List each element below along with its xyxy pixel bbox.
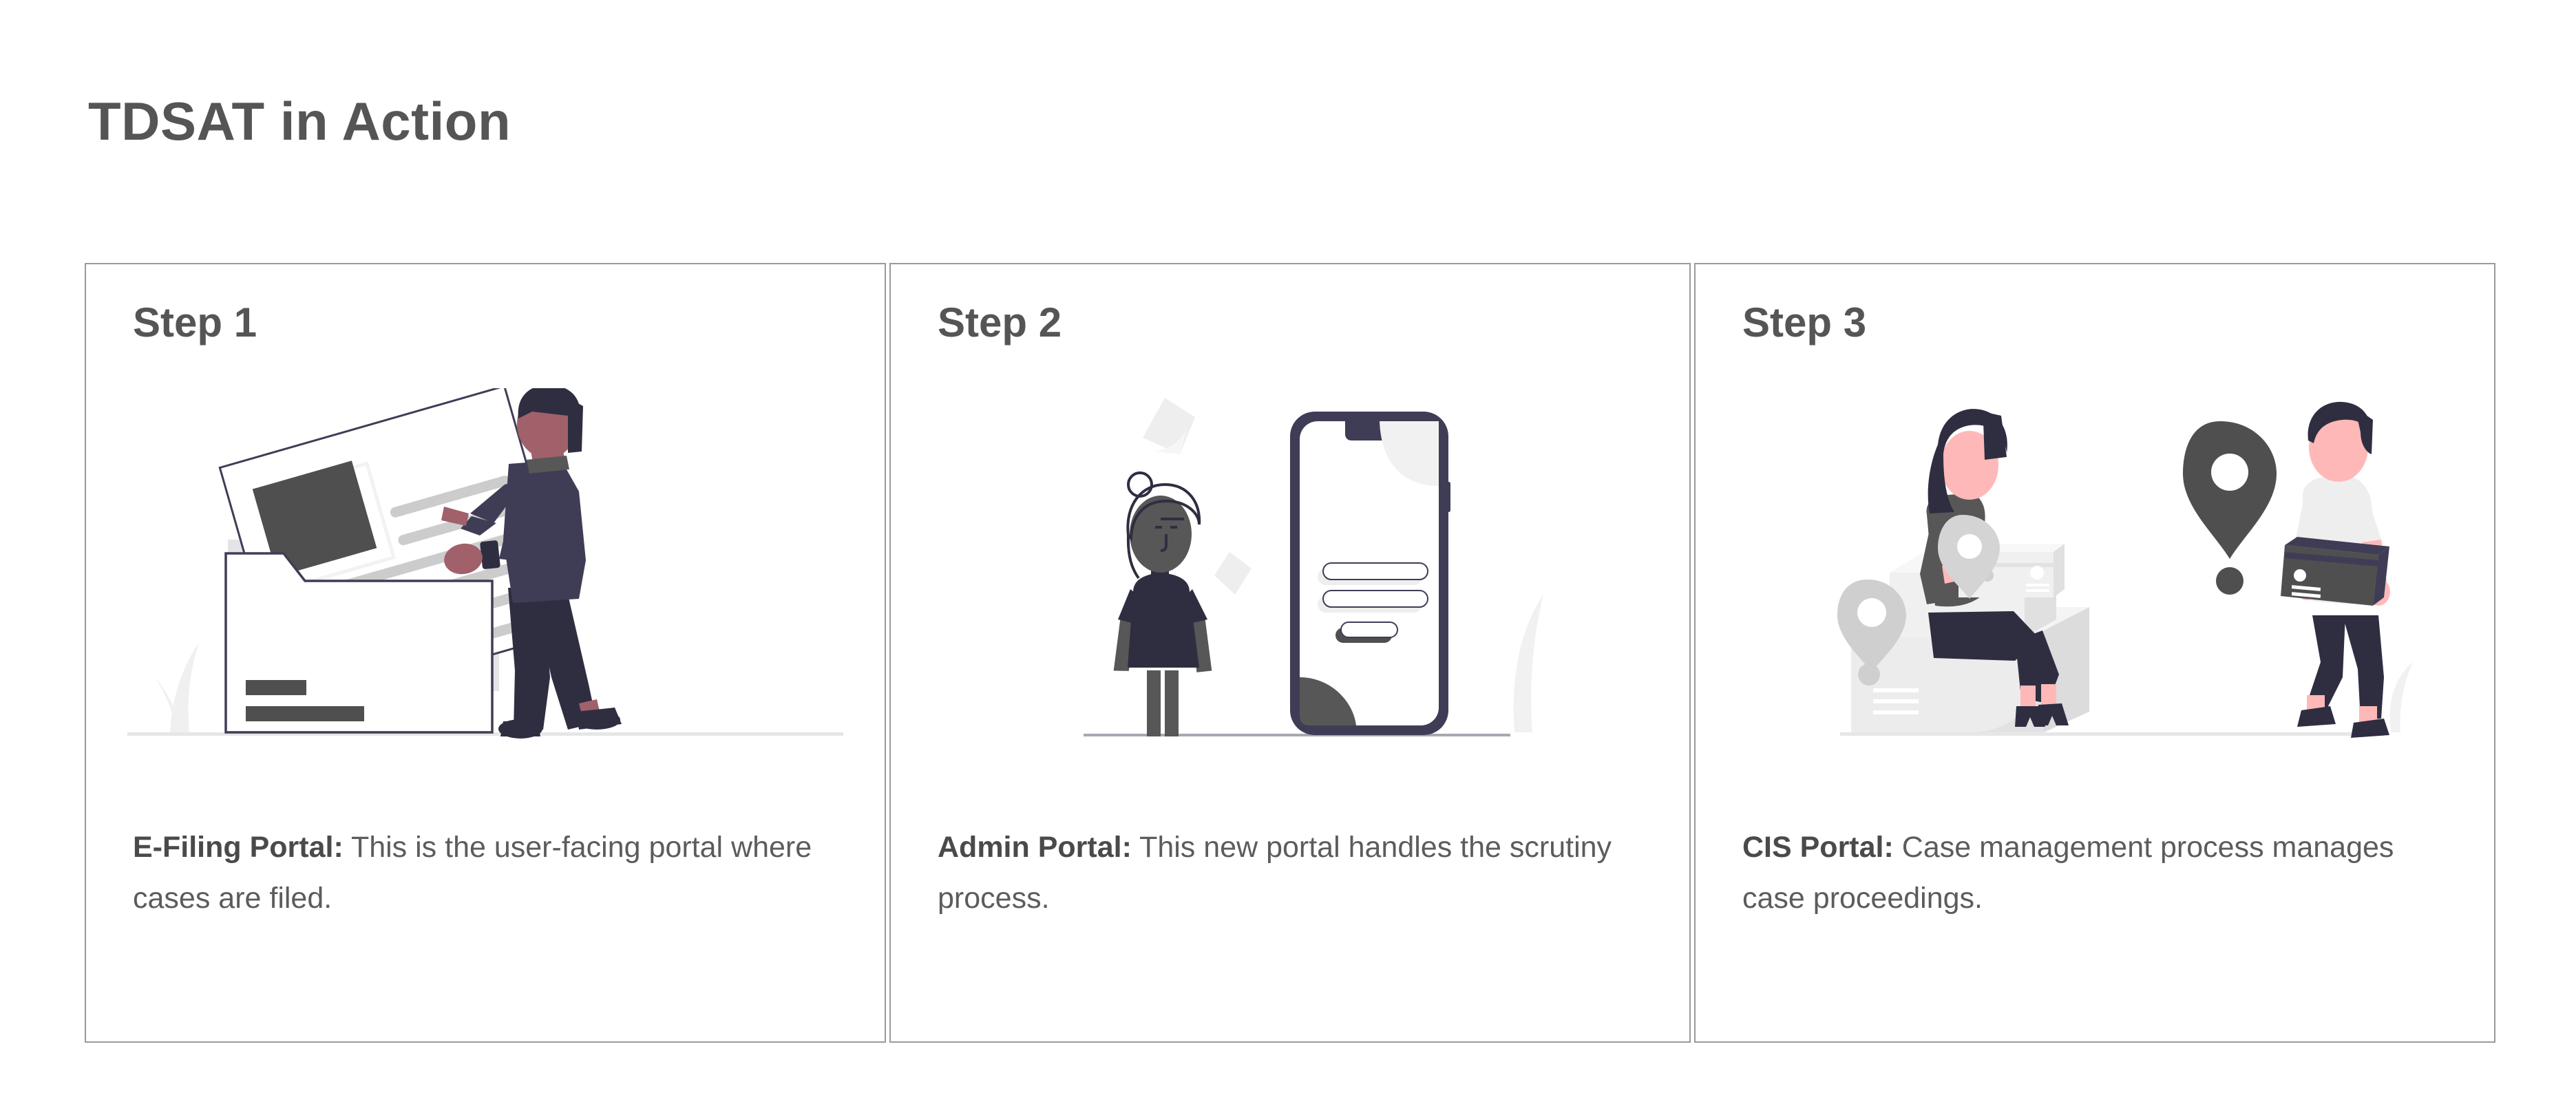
step-card-1-body: E-Filing Portal: This is the user-facing…: [133, 822, 828, 924]
step-card-2-lead: Admin Portal:: [938, 831, 1132, 864]
step-card-3-lead: CIS Portal:: [1742, 831, 1894, 864]
step-card-3-description: Case management process manages case pro…: [1742, 831, 2394, 915]
illustration-people-with-boxes-and-pins: [1696, 388, 2494, 774]
step-card-1-lead: E-Filing Portal:: [133, 831, 344, 864]
step-card-3-body: CIS Portal: Case management process mana…: [1742, 822, 2438, 924]
step-card-1-title: Step 1: [133, 299, 257, 346]
illustration-person-and-phone-login: [891, 388, 1689, 774]
step-card-2-body: Admin Portal: This new portal handles th…: [938, 822, 1633, 924]
step-card-2-title: Step 2: [938, 299, 1062, 346]
step-card-2[interactable]: Step 2: [889, 263, 1691, 1043]
step-card-3-title: Step 3: [1742, 299, 1867, 346]
illustration-person-filing-document: [86, 388, 885, 774]
step-card-1-description: This is the user-facing portal where cas…: [133, 831, 812, 915]
page-title: TDSAT in Action: [88, 91, 511, 151]
step-card-3[interactable]: Step 3: [1694, 263, 2495, 1043]
steps-card-row: Step 1: [85, 263, 2495, 1043]
step-card-2-description: This new portal handles the scrutiny pro…: [938, 831, 1612, 915]
step-card-1[interactable]: Step 1: [85, 263, 886, 1043]
